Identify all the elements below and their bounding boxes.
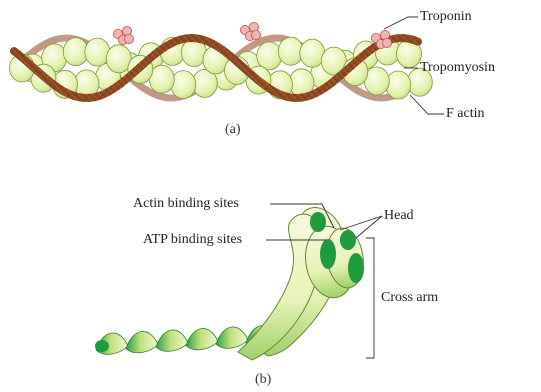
tail-coil-segment [186, 328, 218, 349]
panel-a-caption: (a) [225, 122, 241, 138]
actin-binding-site-1 [310, 212, 326, 232]
atp-binding-sites-label: ATP binding sites [143, 232, 242, 248]
atp-binding-site-1 [320, 239, 336, 269]
cross-arm-label: Cross arm [381, 290, 438, 306]
head-leader-line [340, 216, 382, 230]
troponin-cluster [240, 22, 260, 40]
tropomyosin-label: Tropomyosin [420, 60, 495, 76]
head-leader-line-2 [356, 216, 382, 238]
cross-arm-bracket [366, 238, 374, 358]
actin-bead [171, 71, 196, 99]
actin-bead [85, 38, 110, 66]
troponin-cluster [113, 26, 133, 44]
f-actin-leader-line [410, 95, 444, 114]
actin-bead [386, 71, 411, 99]
panel-b-caption: (b) [255, 372, 271, 388]
troponin-subunit [251, 30, 260, 39]
actin-bead [257, 42, 282, 70]
actin-filament-panel [10, 17, 445, 114]
troponin-label: Troponin [420, 9, 472, 25]
tail-coil-segment [216, 327, 248, 348]
tail-coil-segment [126, 331, 158, 352]
troponin-subunit [124, 34, 133, 43]
myosin-molecule-panel [95, 204, 382, 360]
troponin-subunit [382, 38, 391, 47]
head-label: Head [384, 208, 414, 224]
actin-binding-site-2 [340, 230, 356, 250]
atp-binding-site-2 [348, 253, 364, 283]
troponin-leader-line [384, 17, 418, 29]
f-actin-label: F actin [446, 106, 485, 122]
tail-end [95, 340, 109, 352]
actin-binding-sites-label: Actin binding sites [133, 196, 239, 212]
tail-coil-segment [156, 330, 188, 351]
